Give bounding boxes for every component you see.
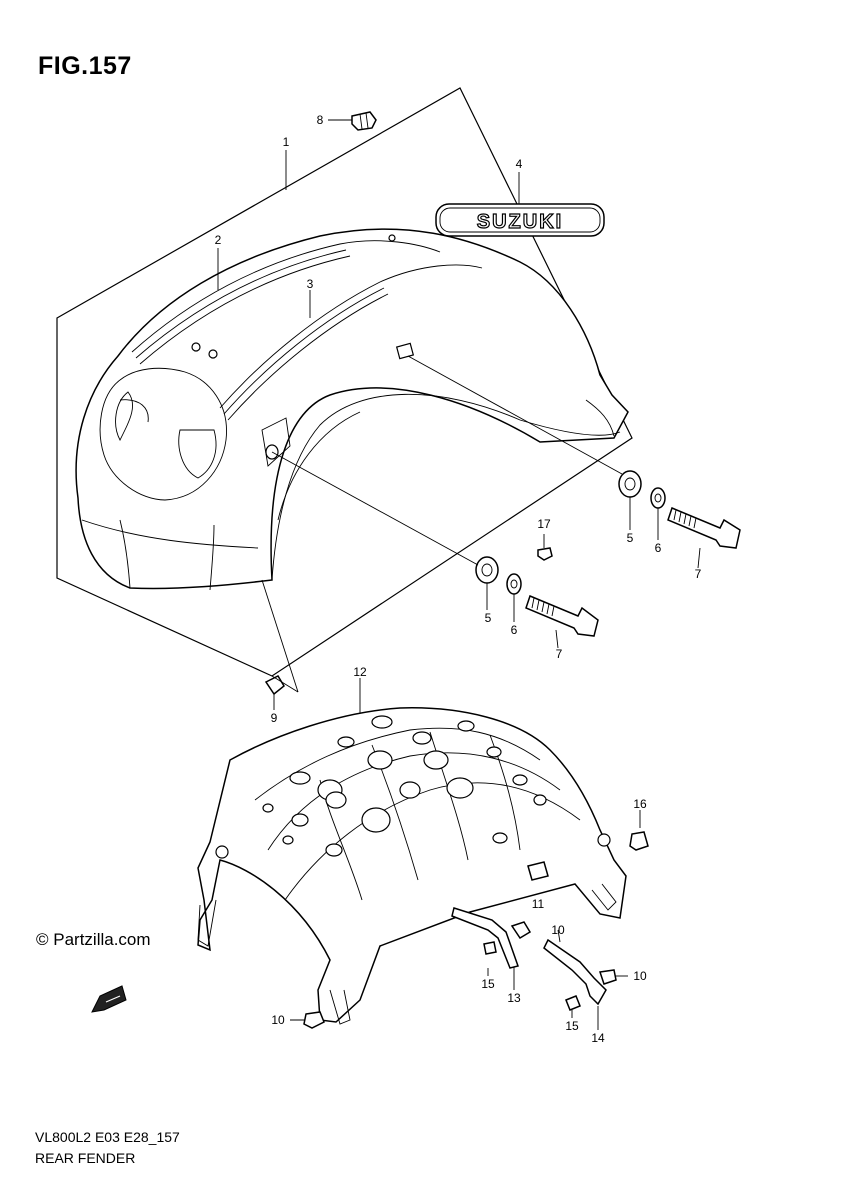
emblem-text: SUZUKI	[477, 211, 563, 233]
callout-c13: 13	[507, 991, 521, 1005]
callout-c5b: 5	[485, 611, 492, 625]
callout-c7a: 7	[695, 567, 702, 581]
callout-c5a: 5	[627, 531, 634, 545]
figure-title: FIG.157	[38, 52, 132, 80]
callout-c7b: 7	[556, 647, 563, 661]
callout-c10c: 10	[633, 969, 647, 983]
callout-c10b: 10	[551, 923, 565, 937]
clip-part-8	[351, 111, 377, 131]
upper-mount-hardware	[475, 470, 741, 637]
model-code: VL800L2 E03 E28_157	[35, 1129, 180, 1145]
callout-c2: 2	[215, 233, 222, 247]
stay-part-14	[527, 861, 617, 1011]
callout-c15b: 15	[565, 1019, 579, 1033]
callout-c8: 8	[317, 113, 324, 127]
fender-bracket-part	[197, 707, 627, 1025]
suzuki-emblem-part: SUZUKI	[435, 203, 605, 237]
callout-c6a: 6	[655, 541, 662, 555]
callout-c11: 11	[532, 897, 545, 911]
callout-c9: 9	[271, 711, 278, 725]
washer-part-9	[264, 675, 299, 696]
front-direction-arrow-icon	[91, 985, 127, 1013]
nut-parts	[303, 831, 649, 1029]
callout-c12: 12	[353, 665, 367, 679]
callout-c4: 4	[516, 157, 523, 171]
callout-c15a: 15	[481, 977, 495, 991]
callout-c16: 16	[633, 797, 647, 811]
callout-c14: 14	[591, 1031, 605, 1045]
callout-c1: 1	[283, 135, 290, 149]
copyright-notice: © Partzilla.com	[36, 930, 151, 949]
callout-c6b: 6	[511, 623, 518, 637]
rear-fender-part	[75, 228, 629, 591]
callout-c10a: 10	[271, 1013, 285, 1027]
fender-assembly-outline	[56, 87, 633, 677]
callout-labels: 1 2 3 4 5 5 6 6 7 7 8 9 10 10 10 11 12 1…	[215, 113, 702, 1045]
callout-c17: 17	[537, 517, 551, 531]
diagram-name: REAR FENDER	[35, 1150, 136, 1166]
callout-c3: 3	[307, 277, 314, 291]
stay-part-13	[451, 907, 532, 969]
